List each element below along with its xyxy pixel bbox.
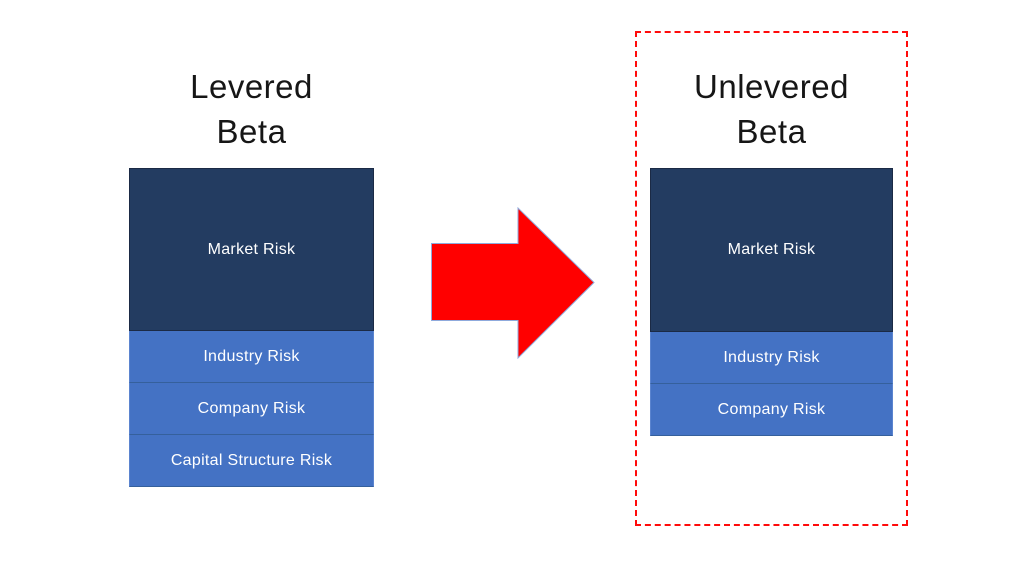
unlevered-company-risk-box: Company Risk — [650, 384, 893, 436]
levered-capital-structure-risk-box: Capital Structure Risk — [129, 435, 374, 487]
industry-risk-label: Industry Risk — [723, 348, 820, 366]
unlevered-highlight-frame — [635, 31, 908, 526]
unlevered-market-risk-box: Market Risk — [650, 168, 893, 332]
unlevered-title-line2: Beta — [736, 113, 807, 150]
company-risk-label: Company Risk — [197, 399, 306, 417]
levered-industry-risk-box: Industry Risk — [129, 331, 374, 383]
industry-risk-label: Industry Risk — [203, 347, 300, 365]
market-risk-label: Market Risk — [207, 240, 296, 258]
levered-title-line2: Beta — [216, 113, 287, 150]
levered-company-risk-box: Company Risk — [129, 383, 374, 435]
unlevered-title-line1: Unlevered — [694, 68, 849, 105]
levered-title-line1: Levered — [190, 68, 313, 105]
levered-market-risk-box: Market Risk — [129, 168, 374, 331]
unlevered-beta-title: Unlevered Beta — [650, 64, 893, 154]
levered-beta-stack: Market Risk Industry Risk Company Risk C… — [129, 168, 374, 487]
market-risk-label: Market Risk — [727, 241, 816, 258]
right-arrow-icon — [431, 206, 595, 360]
levered-beta-title: Levered Beta — [129, 64, 374, 154]
unlevered-beta-stack: Market Risk Industry Risk Company Risk — [650, 168, 893, 436]
company-risk-label: Company Risk — [717, 400, 826, 418]
unlevered-industry-risk-box: Industry Risk — [650, 332, 893, 384]
capital-structure-risk-label: Capital Structure Risk — [170, 451, 333, 469]
